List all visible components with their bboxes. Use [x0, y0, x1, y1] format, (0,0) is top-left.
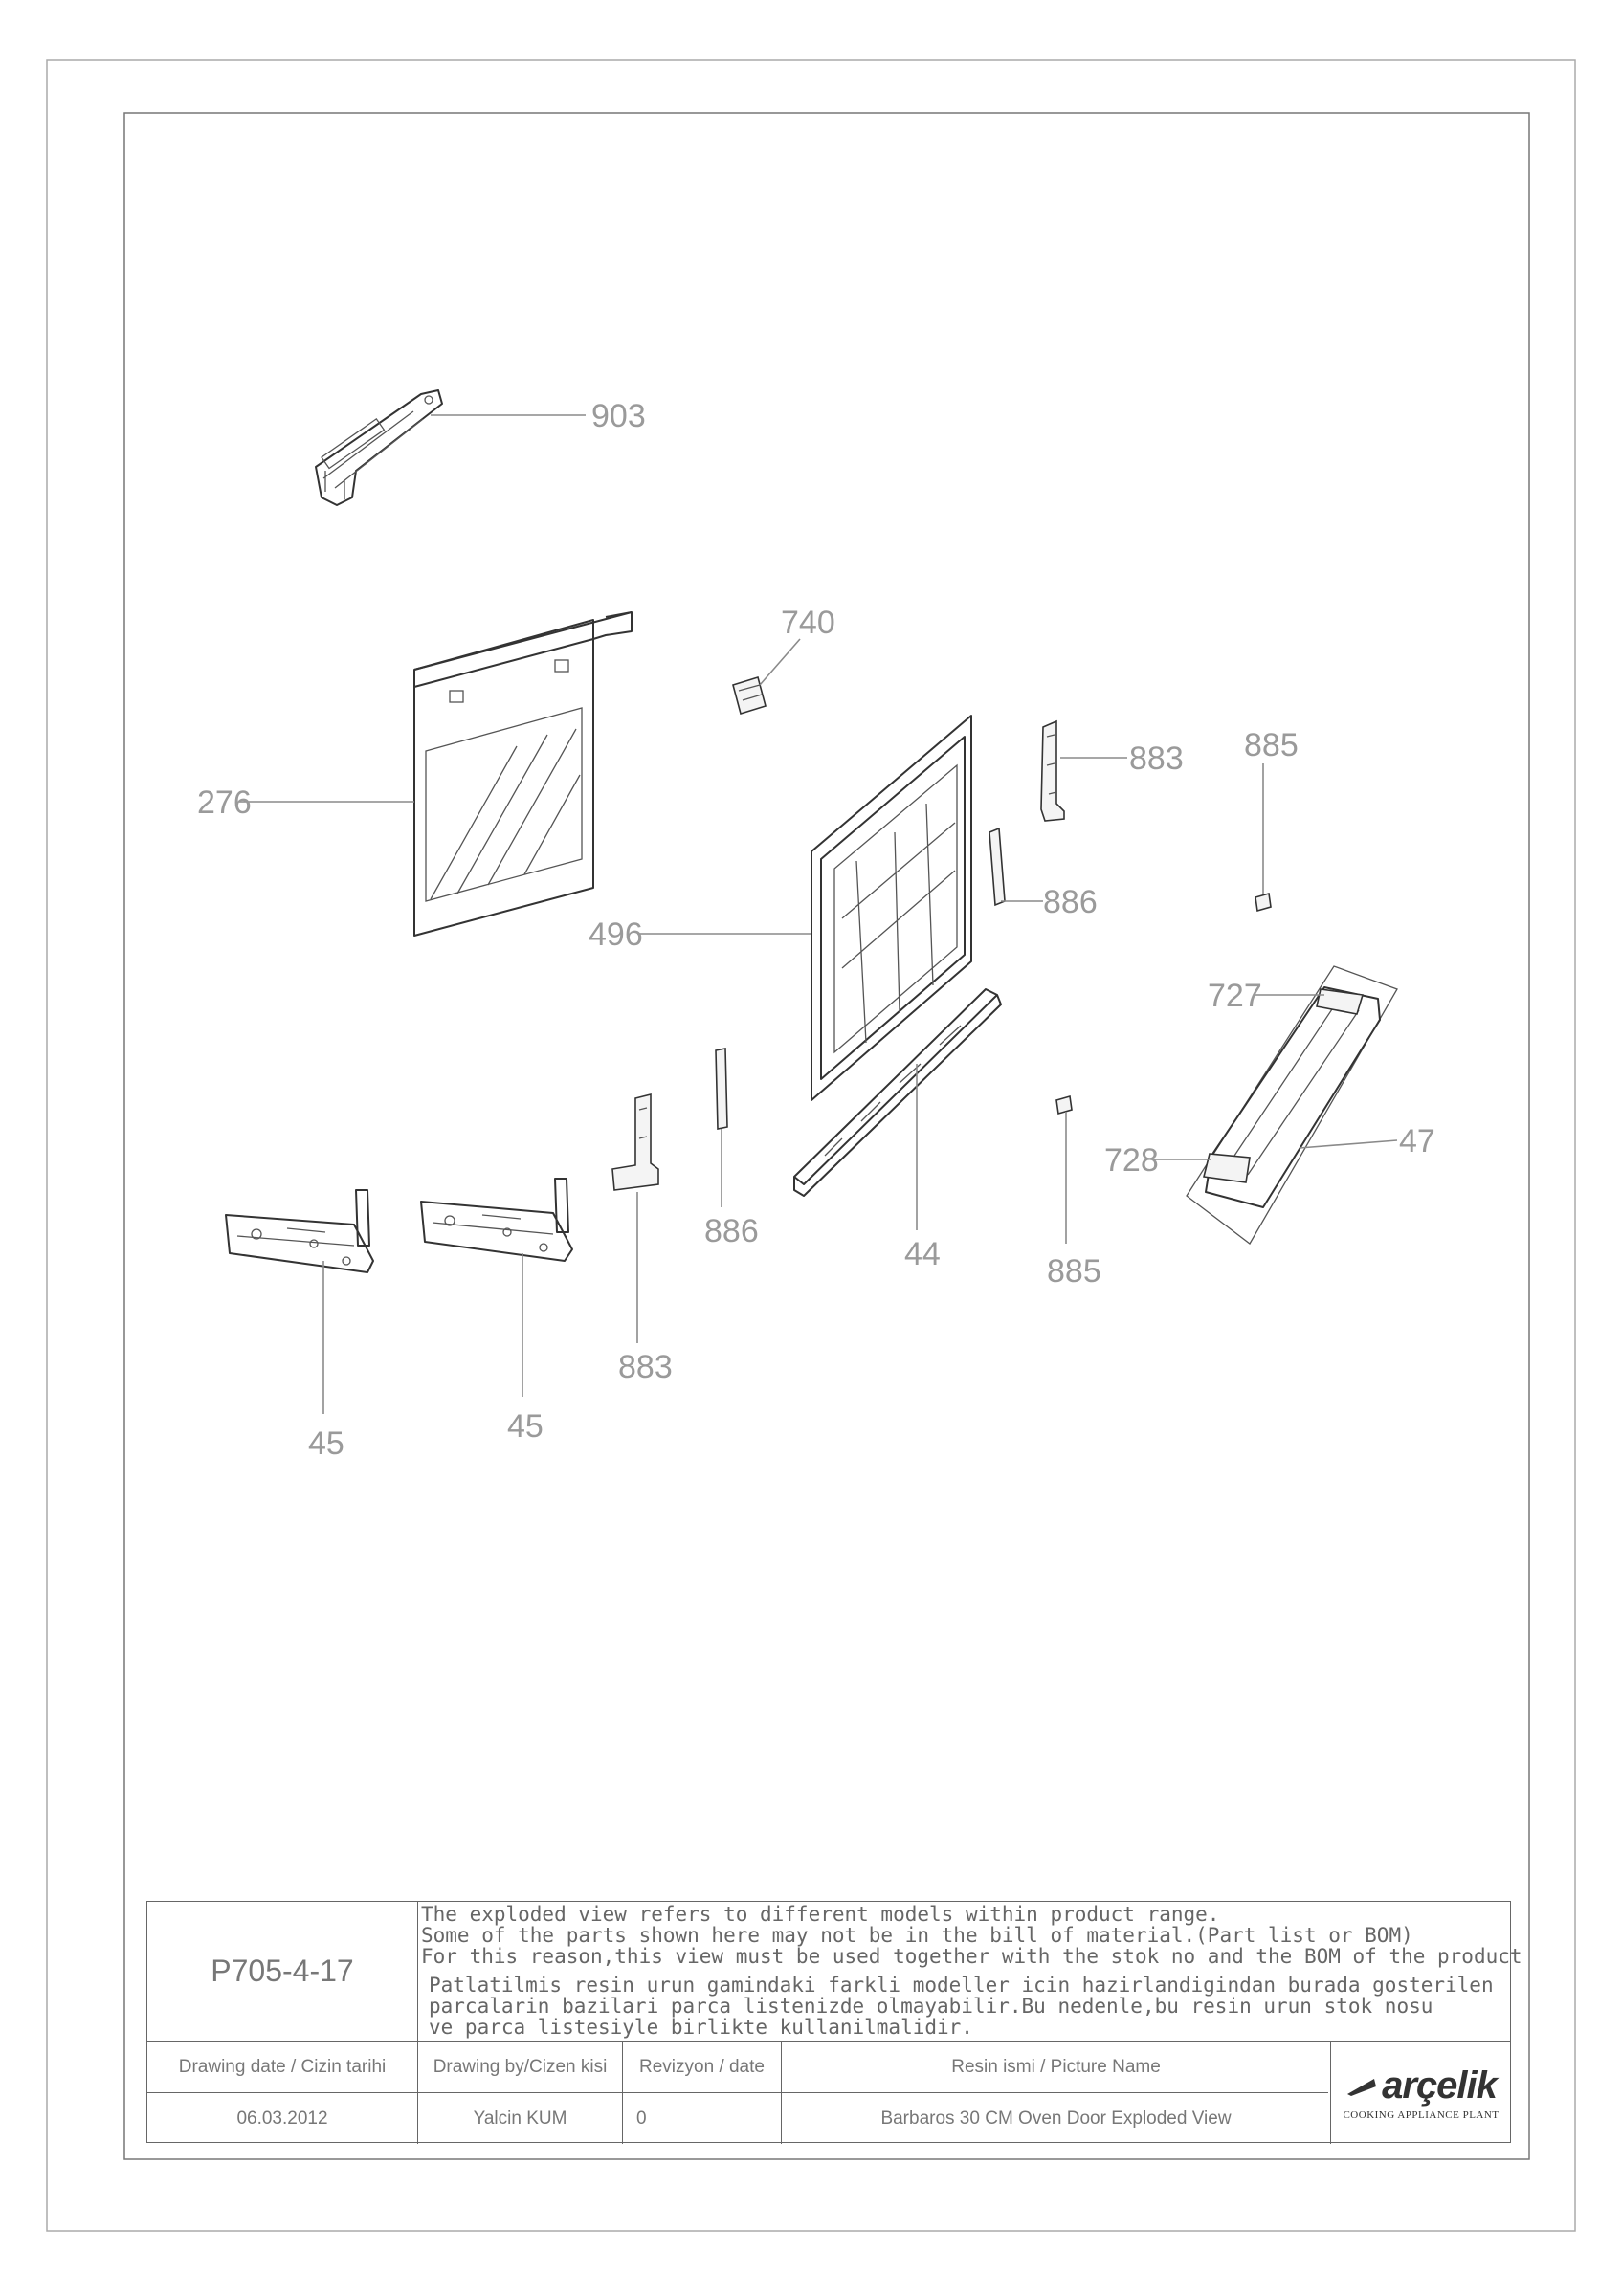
callout-886a: 886	[1043, 884, 1098, 920]
part-885-screw-upper	[1255, 892, 1272, 913]
titleblock-vline-2	[622, 2041, 623, 2144]
callout-886b: 886	[704, 1213, 759, 1249]
note-tr-line-2: parcalarin bazilari parca listenizde olm…	[429, 1995, 1433, 2018]
part-276-outer-glass	[413, 611, 633, 937]
outer-border	[46, 59, 1576, 2232]
callout-883a: 883	[1129, 740, 1184, 777]
part-45-hinge-right	[420, 1178, 573, 1262]
titleblock-vline-4	[1330, 2041, 1331, 2144]
part-883-hinge-holder-lower	[611, 1093, 659, 1191]
value-drawing-date: 06.03.2012	[236, 2108, 328, 2129]
drawing-code: P705-4-17	[147, 1902, 418, 2041]
callout-45b: 45	[507, 1408, 544, 1445]
titleblock-divider-2	[147, 2092, 1328, 2093]
callout-903: 903	[591, 398, 646, 434]
inner-border	[123, 112, 1530, 2160]
part-886-seal-lower	[715, 1048, 728, 1130]
callout-727: 727	[1208, 978, 1262, 1014]
callout-496: 496	[589, 916, 643, 953]
notes-area: The exploded view refers to different mo…	[417, 1902, 1522, 2041]
part-47-handle	[1186, 965, 1398, 1245]
logo-wordmark: arçelik	[1382, 2064, 1498, 2107]
title-block: P705-4-17 The exploded view refers to di…	[146, 1901, 1522, 2144]
callout-47: 47	[1399, 1123, 1435, 1159]
header-picture-name: Resin ismi / Picture Name	[951, 2056, 1161, 2077]
note-en-line-3: For this reason,this view must be used t…	[421, 1945, 1522, 1968]
titleblock-divider-1	[147, 2041, 1510, 2042]
logo-swoosh-icon	[1347, 2078, 1377, 2096]
part-496-inner-frame	[811, 715, 972, 1101]
part-885-screw-lower	[1055, 1094, 1073, 1115]
titleblock-vline-3	[781, 2041, 782, 2144]
part-740-clip	[732, 675, 767, 716]
part-886-seal-upper	[989, 827, 1006, 907]
header-drawing-by: Drawing by/Cizen kisi	[433, 2056, 608, 2077]
callout-45a: 45	[308, 1425, 344, 1462]
part-45-hinge-left	[225, 1189, 374, 1273]
note-tr-line-1: Patlatilmis resin urun gamindaki farkli …	[429, 1974, 1494, 1997]
header-drawing-date: Drawing date / Cizin tarihi	[178, 2056, 387, 2077]
logo-subtitle: COOKING APPLIANCE PLANT	[1343, 2109, 1500, 2121]
callout-883b: 883	[618, 1349, 673, 1385]
callout-728: 728	[1104, 1142, 1159, 1179]
leader-740	[759, 638, 801, 686]
note-en-line-1: The exploded view refers to different mo…	[421, 1903, 1220, 1926]
part-883-hinge-holder-upper	[1040, 719, 1065, 822]
arcelik-logo: arçelik COOKING APPLIANCE PLANT	[1330, 2042, 1512, 2144]
part-44-bottom-rail	[793, 988, 1002, 1197]
value-picture-name: Barbaros 30 CM Oven Door Exploded View	[880, 2108, 1232, 2129]
value-revision: 0	[636, 2108, 647, 2129]
titleblock-vline-1	[417, 2041, 418, 2144]
header-revision: Revizyon / date	[639, 2056, 765, 2077]
note-tr-line-3: ve parca listesiyle birlikte kullanilmal…	[429, 2016, 973, 2039]
callout-885a: 885	[1244, 727, 1299, 763]
callout-276: 276	[197, 784, 252, 821]
note-en-line-2: Some of the parts shown here may not be …	[421, 1924, 1413, 1947]
part-903-bracket	[315, 389, 443, 506]
callout-740: 740	[781, 605, 835, 641]
callout-885b: 885	[1047, 1253, 1101, 1290]
callout-44: 44	[904, 1236, 941, 1272]
value-drawing-by: Yalcin KUM	[473, 2108, 567, 2129]
leader-47	[1299, 1139, 1398, 1149]
